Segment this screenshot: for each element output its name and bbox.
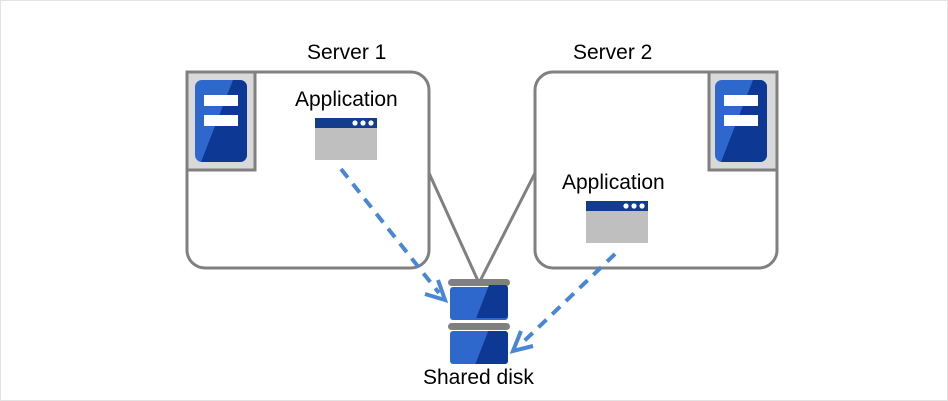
server1-application-label: Application <box>295 88 398 111</box>
shared-disk-icon <box>448 279 510 364</box>
dataflow-arrow-server2 <box>509 252 617 354</box>
server2-server-icon <box>707 70 779 172</box>
server2-title: Server 2 <box>573 41 653 64</box>
server2-application-label: Application <box>562 171 665 194</box>
server1-server-icon <box>185 70 257 172</box>
server2-application-window-icon <box>586 201 648 243</box>
server1-application-window-icon <box>315 118 377 160</box>
dataflow-arrow-server1 <box>339 167 449 304</box>
shared-disk-label: Shared disk <box>423 366 534 389</box>
server1-title: Server 1 <box>307 41 387 64</box>
connector-server1-to-disk <box>427 172 481 284</box>
connector-server2-to-disk <box>477 172 537 284</box>
